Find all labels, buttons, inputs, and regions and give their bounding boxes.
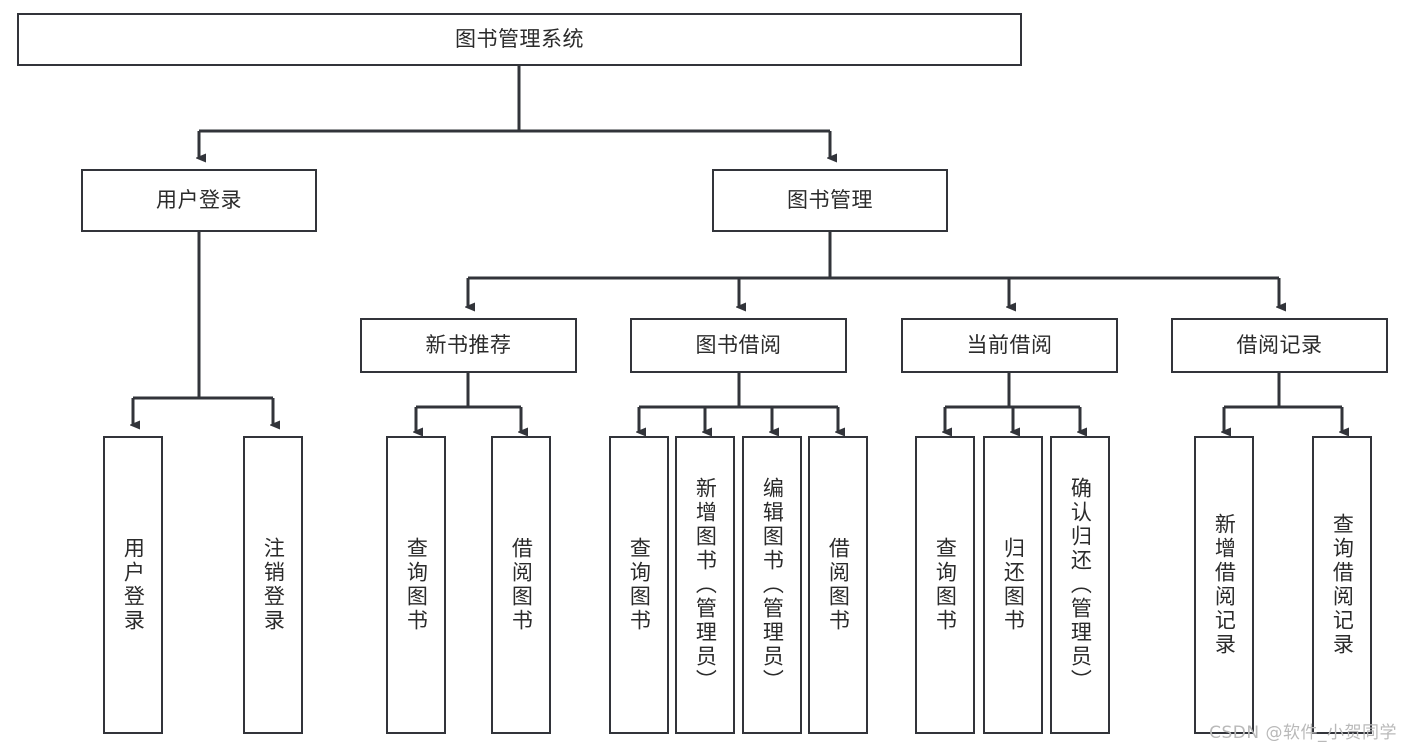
node-book-manage-label: 图书管理 <box>787 188 873 213</box>
node-leaf-borrow-book[interactable]: 借阅图书 <box>808 436 868 734</box>
node-leaf-user-login[interactable]: 用户登录 <box>103 436 163 734</box>
node-leaf-recommend-borrow-book[interactable]: 借阅图书 <box>491 436 551 734</box>
node-leaf-add-borrow-record[interactable]: 新增借阅记录 <box>1194 436 1254 734</box>
node-leaf-borrow-query-book-label: 查询图书 <box>627 537 652 633</box>
node-leaf-confirm-return-admin-label: 确认归还（管理员） <box>1068 477 1093 693</box>
node-leaf-edit-book-admin[interactable]: 编辑图书（管理员） <box>742 436 802 734</box>
node-leaf-return-book[interactable]: 归还图书 <box>983 436 1043 734</box>
node-leaf-query-borrow-record[interactable]: 查询借阅记录 <box>1312 436 1372 734</box>
node-leaf-add-book-admin-label: 新增图书（管理员） <box>693 477 718 693</box>
node-root-label: 图书管理系统 <box>455 27 584 52</box>
node-borrow-record[interactable]: 借阅记录 <box>1171 318 1388 373</box>
node-current-borrow-label: 当前借阅 <box>966 333 1053 358</box>
node-borrow-record-label: 借阅记录 <box>1236 333 1323 358</box>
node-current-borrow[interactable]: 当前借阅 <box>901 318 1118 373</box>
node-root[interactable]: 图书管理系统 <box>17 13 1022 66</box>
node-leaf-borrow-query-book[interactable]: 查询图书 <box>609 436 669 734</box>
node-leaf-add-book-admin[interactable]: 新增图书（管理员） <box>675 436 735 734</box>
node-book-borrow-label: 图书借阅 <box>695 333 782 358</box>
node-new-book-recommend-label: 新书推荐 <box>425 333 512 358</box>
node-leaf-confirm-return-admin[interactable]: 确认归还（管理员） <box>1050 436 1110 734</box>
node-leaf-edit-book-admin-label: 编辑图书（管理员） <box>760 477 785 693</box>
node-book-borrow[interactable]: 图书借阅 <box>630 318 847 373</box>
node-leaf-query-borrow-record-label: 查询借阅记录 <box>1330 513 1355 657</box>
node-leaf-user-login-label: 用户登录 <box>121 537 146 633</box>
node-leaf-logout-label: 注销登录 <box>261 537 286 633</box>
node-book-manage[interactable]: 图书管理 <box>712 169 948 232</box>
node-user-login[interactable]: 用户登录 <box>81 169 317 232</box>
node-leaf-recommend-query-book-label: 查询图书 <box>404 537 429 633</box>
node-user-login-label: 用户登录 <box>156 188 242 213</box>
node-leaf-current-query-book-label: 查询图书 <box>933 537 958 633</box>
node-new-book-recommend[interactable]: 新书推荐 <box>360 318 577 373</box>
node-leaf-recommend-query-book[interactable]: 查询图书 <box>386 436 446 734</box>
node-leaf-logout[interactable]: 注销登录 <box>243 436 303 734</box>
node-leaf-return-book-label: 归还图书 <box>1001 537 1026 633</box>
node-leaf-recommend-borrow-book-label: 借阅图书 <box>509 537 534 633</box>
node-leaf-add-borrow-record-label: 新增借阅记录 <box>1212 513 1237 657</box>
node-leaf-current-query-book[interactable]: 查询图书 <box>915 436 975 734</box>
node-leaf-borrow-book-label: 借阅图书 <box>826 537 851 633</box>
